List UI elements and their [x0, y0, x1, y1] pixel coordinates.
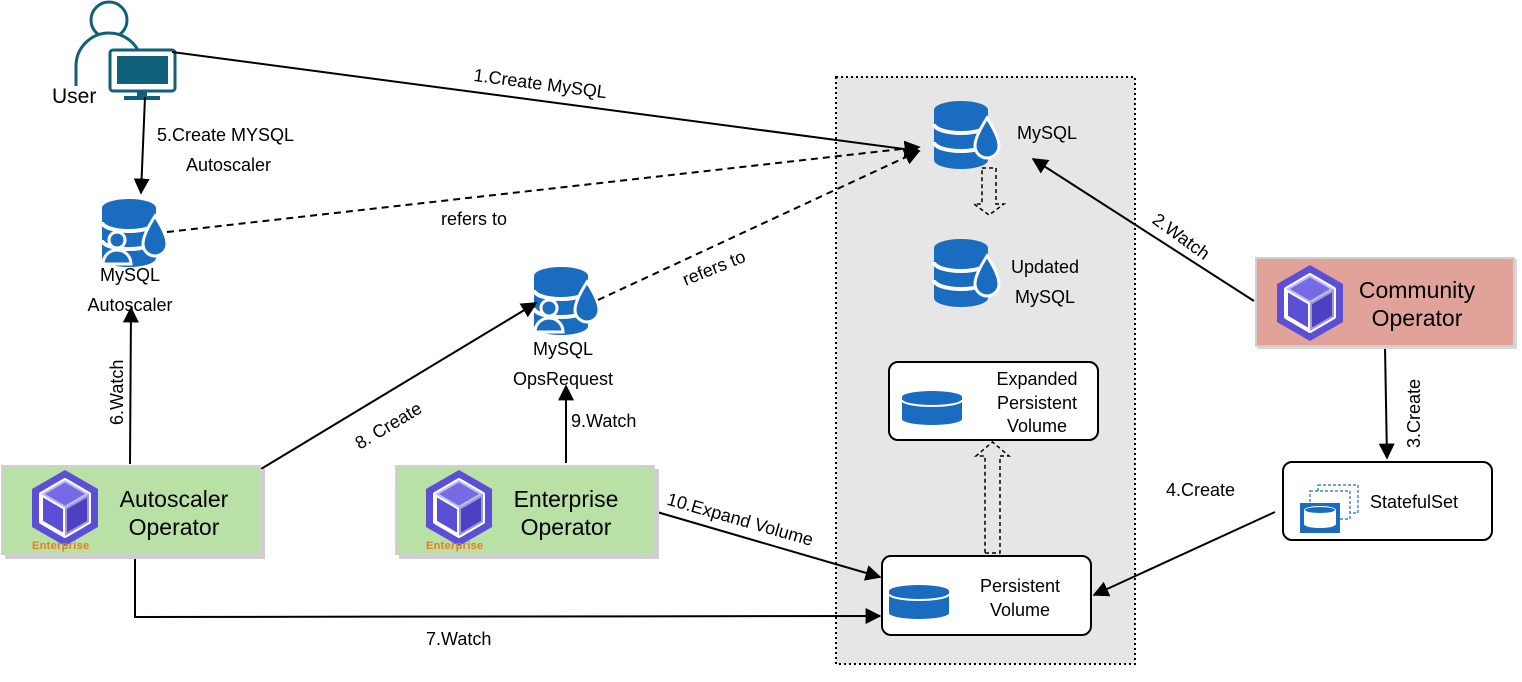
expanded-pv-label-1: Expanded — [996, 369, 1078, 389]
statefulset-box: StatefulSet — [1282, 461, 1493, 541]
edge-create-4 — [1092, 511, 1276, 597]
operator-cube-icon — [1275, 263, 1345, 343]
statefulset-icon — [1300, 484, 1359, 533]
edge-label-create-3: 3.Create — [1404, 378, 1424, 448]
disk-icon — [901, 391, 963, 426]
expanded-pv-label-2: Persistent — [996, 392, 1078, 413]
edge-create-8 — [260, 302, 538, 470]
edge-watch-2 — [1031, 158, 1255, 302]
edge-label-refers-to-1: refers to — [441, 209, 508, 229]
edge-create-3 — [1378, 346, 1395, 460]
enterprise-badge: Enterprise — [32, 540, 90, 552]
pv-label-2: Volume — [989, 600, 1051, 620]
edge-refers-opsrequest — [597, 149, 921, 301]
enterprise-badge: Enterprise — [426, 540, 484, 552]
disk-icon — [888, 585, 950, 620]
mysql-label: MySQL — [1017, 123, 1078, 143]
edge-watch-6 — [122, 306, 139, 465]
pv-label-1: Persistent — [979, 576, 1061, 596]
edge-label-watch-6: 6.Watch — [107, 359, 127, 425]
edge-create-autoscaler — [133, 96, 150, 195]
user-label: User — [52, 85, 97, 108]
update-arrow — [971, 167, 1007, 216]
edge-expand-10 — [656, 511, 882, 581]
edge-label-create-4: 4.Create — [1166, 480, 1236, 500]
statefulset-label: StatefulSet — [1370, 492, 1459, 512]
user-icon — [74, 0, 177, 100]
edge-create-mysql — [171, 51, 921, 158]
autoscaler-db-icon — [100, 197, 169, 269]
edge-refers-autoscaler — [166, 140, 921, 233]
operator-cube-icon — [424, 470, 494, 548]
edge-label-watch-9: 9.Watch — [571, 411, 637, 431]
opsrequest-db-icon — [532, 265, 601, 337]
edge-watch-7 — [134, 556, 882, 625]
expand-arrow — [973, 441, 1012, 554]
pv-box: Persistent Volume — [881, 555, 1092, 636]
expanded-pv-label-3: Volume — [1006, 416, 1068, 436]
operator-cube-icon — [30, 470, 100, 548]
expanded-pv-box: Expanded Persistent Volume — [888, 361, 1099, 441]
edge-label-watch-7: 7.Watch — [426, 629, 492, 649]
